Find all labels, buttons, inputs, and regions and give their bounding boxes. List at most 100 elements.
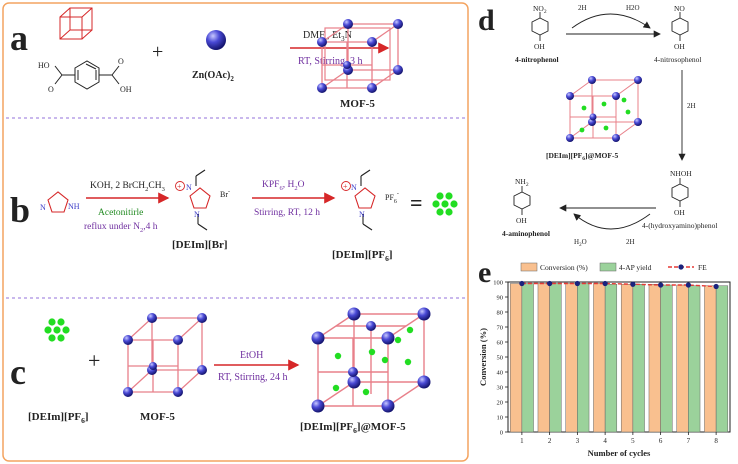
conversion-bar (648, 284, 661, 433)
plus-c: + (88, 348, 100, 373)
panel-b-step1-top: KOH, 2 BrCH2CH3 (90, 181, 165, 193)
panel-letter-d: d (478, 4, 495, 37)
ta-o-right-label: O (118, 57, 124, 66)
y-tick-label: 30 (497, 385, 504, 392)
nitrophenol-name: 4-nitrophenol (515, 55, 559, 64)
legend-label-conversion: Conversion (%) (540, 263, 588, 272)
linker-cube-icon (59, 7, 93, 40)
panel-b-step2-top: KPF6, H2O (262, 180, 305, 192)
panel-letter-b: b (10, 190, 30, 230)
conversion-bar (676, 284, 689, 433)
ta-oh-label: OH (120, 85, 132, 94)
step3-h2o-label: H2O (574, 238, 587, 248)
step3-curved-arrow (573, 213, 651, 230)
int-n-label: N (194, 210, 200, 219)
step1-h2o-label: H2O (626, 4, 640, 12)
conversion-bar (704, 285, 717, 433)
prod-dleim-pf6-label: [DEIm][PF6] (332, 249, 393, 263)
fe-point (519, 280, 525, 287)
left-panel-frame (2, 2, 469, 462)
cation-charge-icon (175, 181, 185, 191)
y-tick-label: 70 (497, 325, 504, 332)
y-tick-label: 0 (500, 430, 503, 437)
y-tick-label: 20 (497, 400, 504, 407)
fe-point (574, 280, 580, 287)
imidazolium-pf6-structure (354, 169, 376, 231)
aminophenol-oh-label: OH (516, 216, 527, 225)
legend-marker-fe (678, 264, 684, 270)
x-tick-label: 1 (520, 437, 524, 445)
fe-line (521, 282, 717, 288)
nitrophenol-ring (531, 12, 549, 41)
ap-yield-bar (604, 284, 618, 433)
panel-c-mof-label: MOF-5 (140, 411, 175, 423)
ap-yield-bar (715, 285, 729, 433)
x-tick-label: 5 (631, 437, 635, 445)
legend-swatch-conversion (520, 262, 538, 272)
step1-curved-arrow (571, 13, 651, 29)
y-tick-label: 10 (497, 415, 504, 422)
fe-point (630, 281, 636, 287)
legend-swatch-ap (599, 262, 617, 272)
int-dleim-br-label: [DEIm][Br] (172, 239, 228, 251)
cation-charge-icon-2 (341, 181, 351, 191)
nh2-label: NH2 (515, 177, 529, 188)
x-tick-label: 6 (659, 437, 663, 445)
equals-sign: = (410, 190, 423, 215)
prod-n-label: N (359, 210, 365, 219)
panel-c-product-label: [DEIm][PF6]@MOF-5 (300, 421, 406, 435)
y-tick-label: 40 (497, 370, 504, 377)
zinc-acetate-label: Zn(OAc)2 (192, 70, 234, 83)
il-at-mof5-cube (311, 307, 431, 413)
ap-yield-bar (521, 283, 534, 433)
nitrophenol-oh-label: OH (534, 42, 545, 51)
conversion-bar (537, 283, 550, 433)
panel-c-cond-bottom: RT, Stirring, 24 h (218, 372, 288, 383)
panel-c-cond-top: EtOH (240, 350, 263, 361)
step1-2h-label: 2H (578, 4, 587, 12)
x-tick-label: 2 (548, 437, 552, 445)
aminophenol-ring (513, 186, 531, 215)
panel-a-cond-bottom: RT, Stirring, 3 h (298, 56, 363, 67)
conversion-bar (509, 283, 523, 433)
ionic-liquid-dots-icon (432, 192, 458, 216)
step2-2h-label: 2H (687, 102, 696, 110)
hydroxyaminophenol-oh-label: OH (674, 208, 685, 217)
fe-point (658, 282, 664, 288)
fe-point (713, 283, 719, 290)
imidazole-nh-label: NH (68, 202, 80, 211)
panel-b-step1-mid: Acetonitirle (98, 208, 143, 218)
imidazolium-br-structure (189, 169, 211, 231)
y-tick-label: 60 (497, 340, 504, 347)
hydroxyaminophenol-ring (671, 178, 689, 207)
step3-2h-label: 2H (626, 238, 635, 246)
catalyst-cube (566, 76, 642, 142)
int-anion-label: Br- (220, 189, 230, 199)
catalyst-label: [DEIm][PF6]@MOF-5 (546, 151, 618, 162)
imidazole-structure (47, 191, 69, 213)
x-tick-label: 3 (576, 437, 580, 445)
fe-point (602, 280, 608, 287)
panel-c-il-label: [DEIm][PF6] (28, 411, 89, 425)
y-tick-label: 50 (497, 355, 504, 362)
ta-ho-label: HO (38, 61, 50, 70)
prod-n-plus-label: N (351, 183, 357, 192)
terephthalic-acid-structure (54, 60, 120, 90)
ta-o-left-label: O (48, 85, 54, 94)
panel-letter-e: e (478, 256, 491, 289)
x-tick-label: 8 (714, 437, 718, 445)
plus-a: + (152, 41, 163, 63)
nhoh-label: NHOH (670, 169, 692, 178)
y-tick-label: 90 (497, 295, 504, 302)
ap-yield-bar (688, 285, 701, 433)
nitro-label: NO2 (533, 4, 547, 15)
nitrosophenol-name: 4-nitrosophenol (654, 55, 702, 64)
x-axis-label: Number of cycles (588, 448, 651, 458)
cation-plus-label-2: + (343, 182, 348, 191)
fe-point (547, 280, 553, 287)
aminophenol-name: 4-aminophenol (502, 229, 550, 238)
nitrosophenol-oh-label: OH (674, 42, 685, 51)
hydroxyaminophenol-name: 4-(hydroxyamino)phenol (642, 221, 717, 230)
